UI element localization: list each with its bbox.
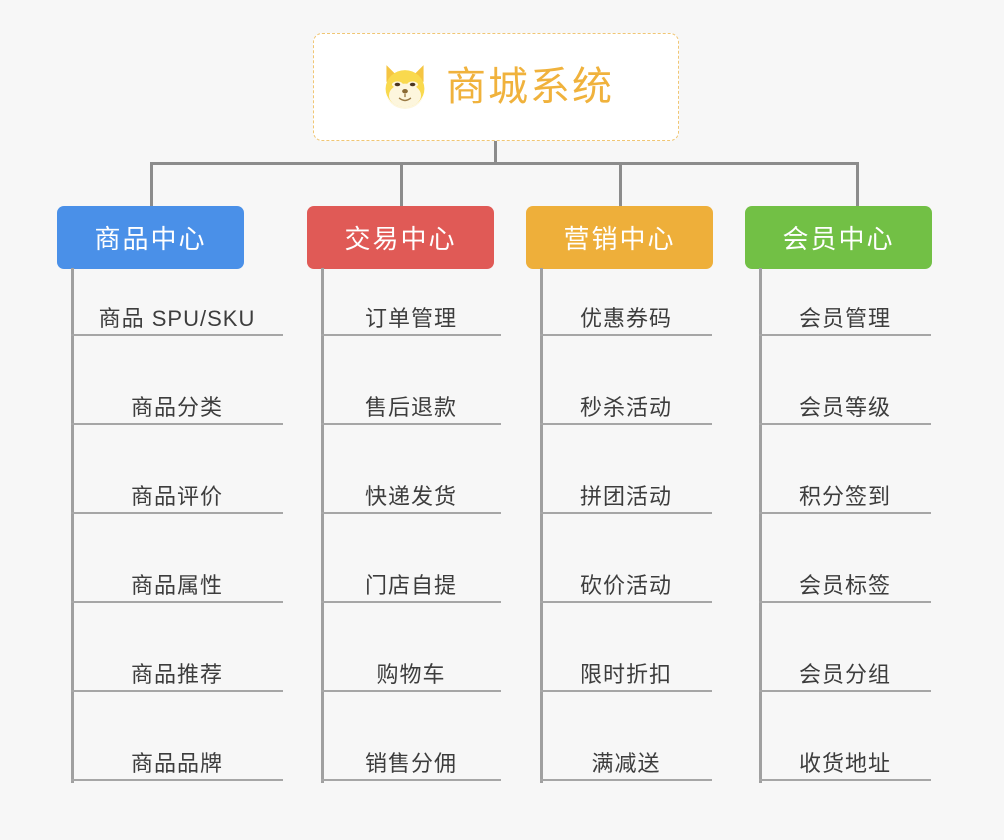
leaf-item-label: 商品 SPU/SKU — [98, 305, 256, 331]
leaf-item-label: 商品推荐 — [130, 661, 223, 687]
leaf-item-label: 门店自提 — [364, 572, 457, 598]
column-spine — [759, 268, 762, 783]
column-spine — [71, 268, 74, 783]
leaf-item-label: 商品评价 — [130, 483, 223, 509]
leaf-item[interactable]: 商品属性 — [71, 535, 283, 603]
leaf-item-label: 收货地址 — [798, 750, 891, 776]
leaf-item-label: 购物车 — [376, 661, 446, 687]
leaf-item[interactable]: 销售分佣 — [321, 713, 501, 781]
leaf-item-label: 秒杀活动 — [579, 394, 672, 420]
column-spine — [540, 268, 543, 783]
leaf-item-label: 优惠券码 — [579, 305, 672, 331]
category-label: 商品中心 — [94, 224, 207, 254]
leaf-item[interactable]: 商品品牌 — [71, 713, 283, 781]
leaf-item-label: 限时折扣 — [579, 661, 672, 687]
category-box-trade[interactable]: 交易中心 — [307, 206, 494, 269]
leaf-item-label: 会员标签 — [798, 572, 891, 598]
leaf-item[interactable]: 会员管理 — [759, 268, 931, 336]
leaf-item-label: 商品分类 — [130, 394, 223, 420]
root-title: 商城系统 — [446, 65, 614, 109]
leaf-item[interactable]: 限时折扣 — [540, 624, 712, 692]
leaf-item-label: 会员管理 — [798, 305, 891, 331]
connector-drop-4 — [856, 162, 859, 206]
leaf-item[interactable]: 优惠券码 — [540, 268, 712, 336]
column-spine — [321, 268, 324, 783]
leaf-item[interactable]: 砍价活动 — [540, 535, 712, 603]
leaf-item-label: 拼团活动 — [579, 483, 672, 509]
leaf-item-label: 会员等级 — [798, 394, 891, 420]
connector-root-stem — [494, 141, 497, 165]
shiba-dog-face-icon — [385, 65, 425, 109]
leaf-item-label: 商品品牌 — [130, 750, 223, 776]
leaf-item[interactable]: 收货地址 — [759, 713, 931, 781]
leaf-item[interactable]: 会员标签 — [759, 535, 931, 603]
leaf-item[interactable]: 订单管理 — [321, 268, 501, 336]
connector-drop-1 — [150, 162, 153, 206]
category-label: 交易中心 — [344, 224, 457, 254]
leaf-item[interactable]: 积分签到 — [759, 446, 931, 514]
connector-drop-2 — [400, 162, 403, 206]
leaf-item[interactable]: 商品评价 — [71, 446, 283, 514]
leaf-item-label: 售后退款 — [364, 394, 457, 420]
leaf-item[interactable]: 满减送 — [540, 713, 712, 781]
leaf-item-label: 砍价活动 — [579, 572, 672, 598]
connector-drop-3 — [619, 162, 622, 206]
leaf-item[interactable]: 秒杀活动 — [540, 357, 712, 425]
root-node[interactable]: 商城系统 — [313, 33, 679, 141]
leaf-item[interactable]: 会员分组 — [759, 624, 931, 692]
leaf-item-label: 积分签到 — [798, 483, 891, 509]
category-label: 营销中心 — [563, 224, 676, 254]
leaf-item-label: 快递发货 — [364, 483, 457, 509]
leaf-item-label: 销售分佣 — [364, 750, 457, 776]
leaf-item-label: 会员分组 — [798, 661, 891, 687]
leaf-item-label: 满减送 — [591, 750, 661, 776]
category-label: 会员中心 — [782, 224, 895, 254]
leaf-item[interactable]: 商品分类 — [71, 357, 283, 425]
connector-bus — [150, 162, 859, 165]
leaf-item[interactable]: 商品推荐 — [71, 624, 283, 692]
leaf-item-label: 订单管理 — [364, 305, 457, 331]
leaf-item[interactable]: 购物车 — [321, 624, 501, 692]
leaf-item[interactable]: 门店自提 — [321, 535, 501, 603]
leaf-item[interactable]: 快递发货 — [321, 446, 501, 514]
category-box-marketing[interactable]: 营销中心 — [526, 206, 713, 269]
leaf-item[interactable]: 售后退款 — [321, 357, 501, 425]
leaf-item[interactable]: 商品 SPU/SKU — [71, 268, 283, 336]
leaf-item[interactable]: 会员等级 — [759, 357, 931, 425]
leaf-item-label: 商品属性 — [130, 572, 223, 598]
category-box-member[interactable]: 会员中心 — [745, 206, 932, 269]
leaf-item[interactable]: 拼团活动 — [540, 446, 712, 514]
category-box-product[interactable]: 商品中心 — [57, 206, 244, 269]
